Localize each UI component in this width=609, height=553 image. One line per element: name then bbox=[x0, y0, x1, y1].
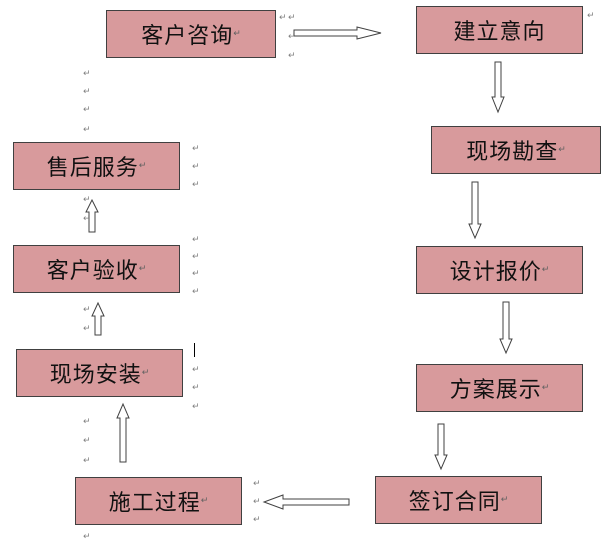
paragraph-mark: ↵ bbox=[279, 13, 287, 23]
paragraph-mark: ↵ bbox=[83, 436, 91, 446]
paragraph-mark: ↵ bbox=[192, 402, 200, 412]
paragraph-mark: ↵ bbox=[192, 180, 200, 190]
arrow-show-to-contract bbox=[434, 423, 448, 471]
arrow-consult-to-intent bbox=[293, 26, 382, 40]
paragraph-mark: ↵ bbox=[83, 305, 91, 315]
arrow-contract-to-construction bbox=[262, 494, 350, 510]
node-sign-contract: 签订合同↵ bbox=[375, 476, 542, 524]
node-site-survey: 现场勘查↵ bbox=[431, 126, 601, 174]
paragraph-mark: ↵ bbox=[83, 125, 91, 135]
node-plan-show: 方案展示↵ bbox=[416, 364, 583, 412]
node-label: 客户验收 bbox=[46, 259, 139, 284]
node-construction: 施工过程↵ bbox=[75, 477, 242, 525]
node-design-quote: 设计报价↵ bbox=[416, 246, 583, 294]
node-after-sales: 售后服务↵ bbox=[13, 142, 180, 190]
paragraph-mark: ↵ bbox=[253, 515, 261, 525]
node-label: 施工过程 bbox=[108, 491, 201, 516]
paragraph-mark: ↵ bbox=[192, 235, 200, 245]
paragraph-mark: ↵ bbox=[253, 497, 261, 507]
node-label: 建立意向 bbox=[453, 20, 546, 45]
node-label: 现场安装 bbox=[49, 363, 142, 388]
node-label: 现场勘查 bbox=[466, 140, 559, 165]
text-cursor bbox=[194, 343, 195, 357]
arrow-construction-to-install bbox=[116, 402, 130, 463]
paragraph-mark: ↵ bbox=[253, 479, 261, 489]
paragraph-mark: ↵ bbox=[83, 195, 91, 205]
paragraph-mark: ↵ bbox=[288, 32, 296, 42]
node-label: 设计报价 bbox=[449, 260, 542, 285]
paragraph-mark: ↵ bbox=[192, 252, 200, 262]
paragraph-mark: ↵ bbox=[587, 11, 595, 21]
paragraph-mark: ↵ bbox=[83, 105, 91, 115]
node-label: 签订合同 bbox=[408, 490, 501, 515]
paragraph-mark: ↵ bbox=[192, 287, 200, 297]
paragraph-mark: ↵ bbox=[192, 383, 200, 393]
paragraph-mark: ↵ bbox=[192, 269, 200, 279]
node-customer-acceptance: 客户验收↵ bbox=[13, 245, 180, 293]
node-customer-consult: 客户咨询↵ bbox=[106, 10, 276, 58]
paragraph-mark: ↵ bbox=[192, 162, 200, 172]
arrow-survey-to-quote bbox=[468, 181, 482, 240]
paragraph-mark: ↵ bbox=[83, 532, 91, 542]
paragraph-mark: ↵ bbox=[83, 69, 91, 79]
paragraph-mark: ↵ bbox=[288, 13, 296, 23]
node-on-site-install: 现场安装↵ bbox=[16, 349, 183, 397]
arrow-quote-to-show bbox=[499, 301, 513, 355]
paragraph-mark: ↵ bbox=[83, 456, 91, 466]
node-label: 客户咨询 bbox=[141, 24, 234, 49]
node-label: 售后服务 bbox=[46, 156, 139, 181]
paragraph-mark: ↵ bbox=[83, 87, 91, 97]
paragraph-mark: ↵ bbox=[83, 417, 91, 427]
arrow-acceptance-to-aftersales bbox=[85, 198, 99, 233]
arrow-install-to-acceptance bbox=[91, 301, 105, 336]
arrow-intent-to-survey bbox=[491, 61, 505, 114]
paragraph-mark: ↵ bbox=[192, 144, 200, 154]
node-label: 方案展示 bbox=[449, 378, 542, 403]
paragraph-mark: ↵ bbox=[192, 365, 200, 375]
paragraph-mark: ↵ bbox=[83, 214, 91, 224]
paragraph-mark: ↵ bbox=[288, 51, 296, 61]
paragraph-mark: ↵ bbox=[83, 324, 91, 334]
node-build-intent: 建立意向 bbox=[416, 6, 583, 54]
